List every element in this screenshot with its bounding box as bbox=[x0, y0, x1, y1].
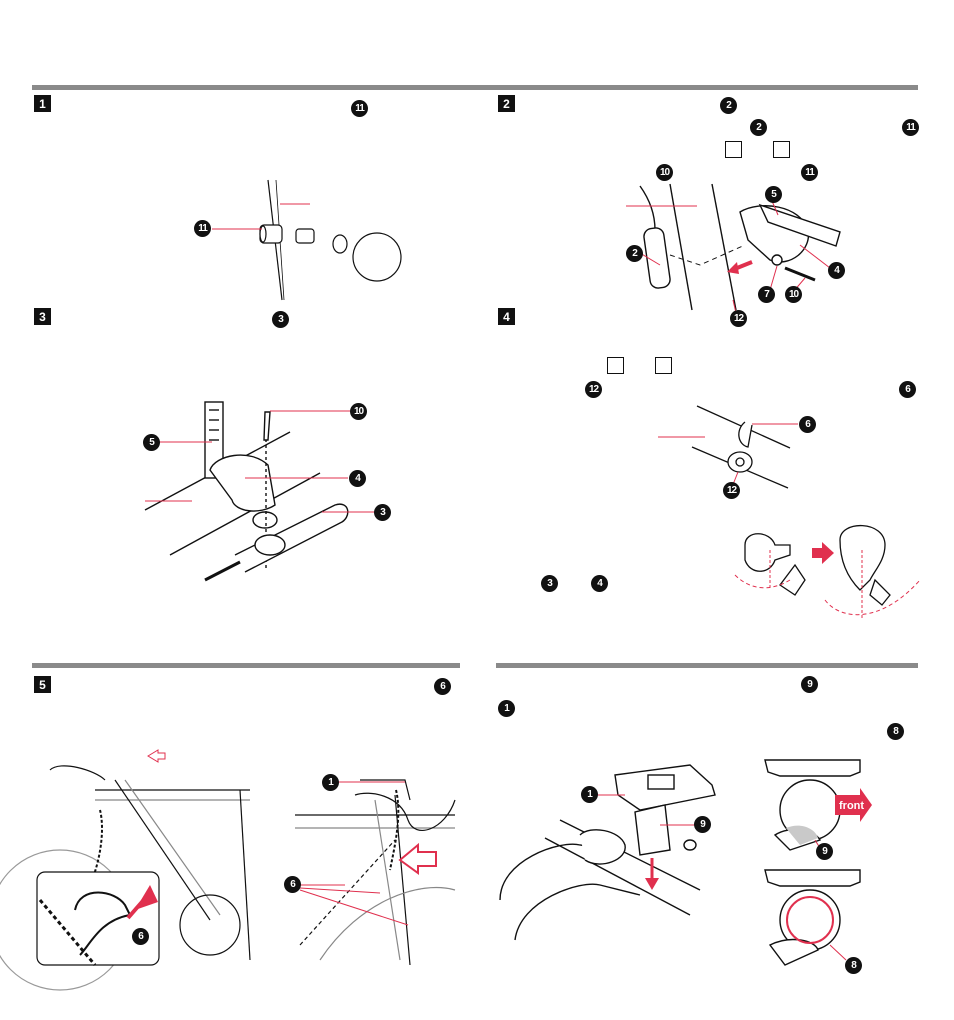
callout-6-fig4: 6 bbox=[799, 416, 816, 433]
inset-zoom-box bbox=[36, 871, 160, 966]
section-rule-top bbox=[32, 85, 918, 90]
callout-9-fig6: 9 bbox=[694, 816, 711, 833]
step-3-badge: 3 bbox=[34, 308, 51, 325]
blank-box-s4b bbox=[655, 357, 672, 374]
blank-box-s2b bbox=[773, 141, 790, 158]
section-rule-left-bottom bbox=[32, 663, 460, 668]
callout-10-fig2: 10 bbox=[656, 164, 673, 181]
callout-8-fig6: 8 bbox=[845, 957, 862, 974]
callout-2-fig2: 2 bbox=[626, 245, 643, 262]
callout-4-fig2: 4 bbox=[828, 262, 845, 279]
callout-11-text-s2: 11 bbox=[902, 119, 919, 136]
callout-3-text-s3: 3 bbox=[272, 311, 289, 328]
step-5-badge: 5 bbox=[34, 676, 51, 693]
blank-box-s2a bbox=[725, 141, 742, 158]
callout-10-fig2b: 10 bbox=[785, 286, 802, 303]
step-1-badge: 1 bbox=[34, 95, 51, 112]
callout-6-fig5-inset: 6 bbox=[132, 928, 149, 945]
callout-6-text-s4: 6 bbox=[899, 381, 916, 398]
step-2-badge: 2 bbox=[498, 95, 515, 112]
callout-4-fig3: 4 bbox=[349, 470, 366, 487]
callout-3-text-s4: 3 bbox=[541, 575, 558, 592]
callout-12-text-s4: 12 bbox=[585, 381, 602, 398]
callout-11-fig2: 11 bbox=[801, 164, 818, 181]
callout-12-fig4: 12 bbox=[723, 482, 740, 499]
callout-12-fig2: 12 bbox=[730, 310, 747, 327]
callout-6-fig5: 6 bbox=[284, 876, 301, 893]
blank-box-s4a bbox=[607, 357, 624, 374]
callout-10-fig3: 10 bbox=[350, 403, 367, 420]
section-rule-right-bottom bbox=[496, 663, 918, 668]
callout-2-text-s2b: 2 bbox=[750, 119, 767, 136]
callout-9-text-s6: 9 bbox=[801, 676, 818, 693]
callout-7-fig2: 7 bbox=[758, 286, 775, 303]
callout-9-fig6b: 9 bbox=[816, 843, 833, 860]
callout-1-text-s6: 1 bbox=[498, 700, 515, 717]
callout-6-text-s5: 6 bbox=[434, 678, 451, 695]
callout-5-fig2: 5 bbox=[765, 186, 782, 203]
callout-1-fig5: 1 bbox=[322, 774, 339, 791]
callout-3-fig3: 3 bbox=[374, 504, 391, 521]
front-arrow-icon bbox=[835, 788, 872, 822]
callout-1-fig6: 1 bbox=[581, 786, 598, 803]
callout-5-fig3: 5 bbox=[143, 434, 160, 451]
callout-11-text-s1: 11 bbox=[351, 100, 368, 117]
step-4-badge: 4 bbox=[498, 308, 515, 325]
callout-2-text-s2a: 2 bbox=[720, 97, 737, 114]
callout-4-text-s4: 4 bbox=[591, 575, 608, 592]
callout-11-fig1: 11 bbox=[194, 220, 211, 237]
front-label: front bbox=[839, 800, 864, 812]
callout-8-text-s6: 8 bbox=[887, 723, 904, 740]
